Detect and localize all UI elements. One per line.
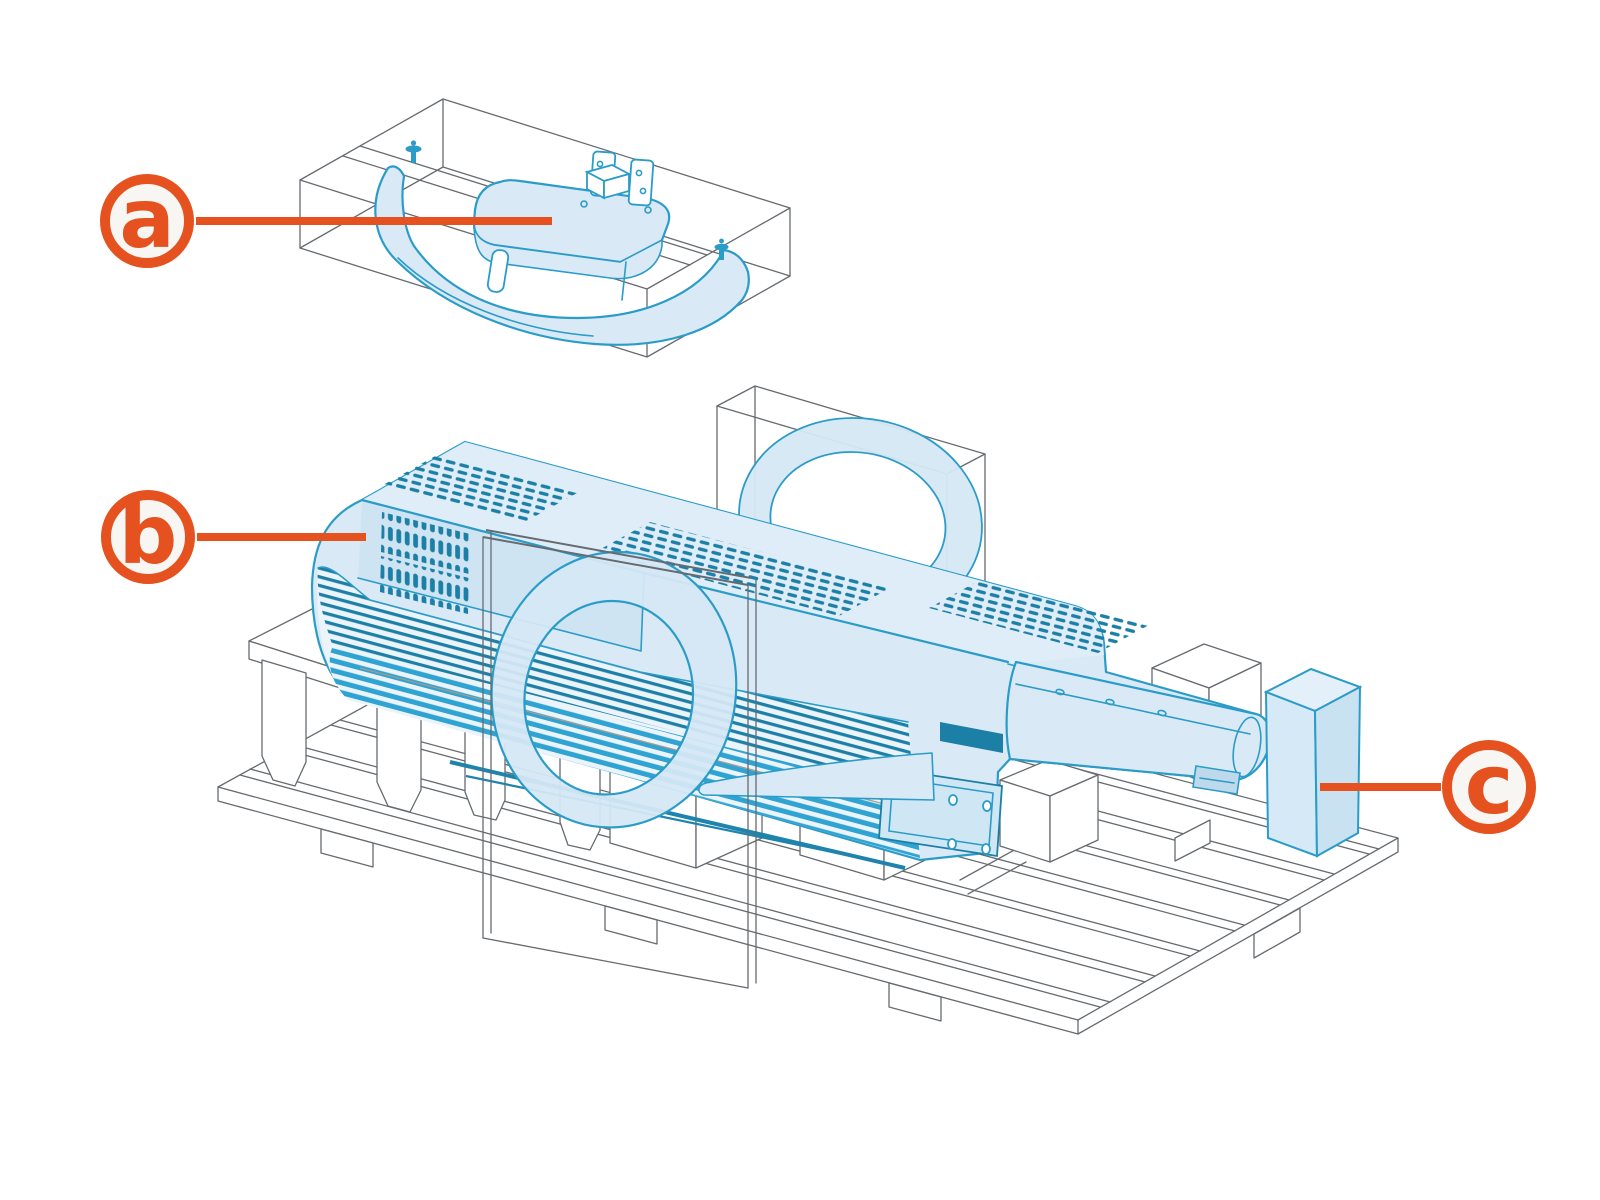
locating-pin xyxy=(714,238,729,260)
front-gantry-ring xyxy=(490,550,738,829)
callout-c-marker xyxy=(1442,740,1536,834)
locating-pin xyxy=(405,140,422,163)
callout-a-marker xyxy=(100,174,194,268)
callout-c-label: c xyxy=(1465,738,1514,833)
head-support-part xyxy=(374,140,750,346)
callout-b: b xyxy=(101,488,366,584)
top-vent-grid xyxy=(597,522,892,616)
vent-slot xyxy=(940,722,1003,753)
callout-b-label: b xyxy=(119,488,178,583)
side-arm xyxy=(1005,660,1272,795)
pod-skirt xyxy=(473,225,663,280)
mounting-bracket xyxy=(580,150,655,214)
front-crate-panel xyxy=(482,529,757,989)
callout-a: a xyxy=(100,172,552,268)
callout-b-marker xyxy=(101,490,195,584)
gantry-machine xyxy=(310,440,1272,870)
stand-leg xyxy=(261,659,307,787)
top-vent-grid xyxy=(929,580,1149,653)
pallet-feet xyxy=(320,819,1301,1022)
top-vent-grid xyxy=(383,455,577,523)
skid-blade xyxy=(698,752,935,801)
accessory-box xyxy=(1263,667,1363,858)
side-vent-grid xyxy=(380,512,470,614)
callout-a-label: a xyxy=(119,172,174,267)
callout-c: c xyxy=(1320,738,1536,834)
